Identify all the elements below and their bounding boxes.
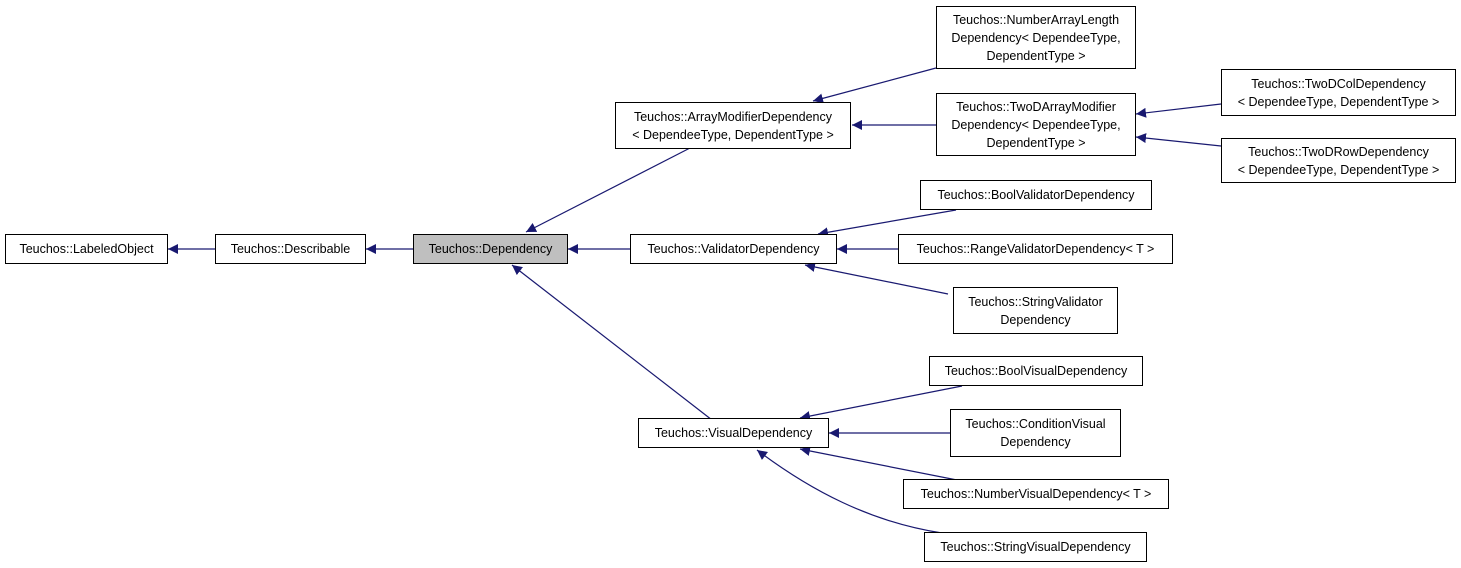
node-label-line: Dependency< DependeeType, (951, 30, 1121, 45)
node-label-line: Teuchos::TwoDArrayModifier (956, 99, 1116, 114)
node-number-visual-dependency[interactable]: Teuchos::NumberVisualDependency< T > (903, 479, 1169, 509)
node-label-line: Dependency< DependeeType, (951, 117, 1121, 132)
edge-twodrow-to-twodarraymodifier (1135, 133, 1222, 147)
node-label-line: Teuchos::TwoDColDependency (1251, 76, 1426, 91)
node-label-line: Teuchos::RangeValidatorDependency< T > (916, 242, 1155, 256)
node-number-array-length-dependency[interactable]: Teuchos::NumberArrayLength Dependency< D… (936, 6, 1136, 69)
node-describable[interactable]: Teuchos::Describable (215, 234, 366, 264)
node-twod-row-dependency[interactable]: Teuchos::TwoDRowDependency < DependeeTyp… (1221, 138, 1456, 183)
edge-numbervisual-to-visual (799, 446, 963, 482)
node-condition-visual-dependency[interactable]: Teuchos::ConditionVisual Dependency (950, 409, 1121, 457)
node-string-validator-dependency[interactable]: Teuchos::StringValidator Dependency (953, 287, 1118, 334)
node-label-line: Teuchos::Dependency (428, 242, 553, 256)
node-label-line: Teuchos::NumberVisualDependency< T > (920, 487, 1152, 501)
node-label-line: DependentType > (986, 135, 1086, 150)
node-label-line: Dependency (1000, 435, 1071, 449)
edge-boolvalidator-to-validator (817, 209, 957, 238)
node-label-line: Teuchos::ConditionVisual (965, 417, 1106, 431)
node-label-line: Teuchos::BoolVisualDependency (944, 364, 1128, 378)
node-bool-validator-dependency[interactable]: Teuchos::BoolValidatorDependency (920, 180, 1152, 210)
node-label-line: Teuchos::ArrayModifierDependency (633, 109, 833, 124)
node-twod-array-modifier-dependency[interactable]: Teuchos::TwoDArrayModifier Dependency< D… (936, 93, 1136, 156)
edge-stringvalidator-to-validator (804, 262, 949, 295)
node-dependency-current: Teuchos::Dependency (413, 234, 568, 264)
edge-arraymodifier-to-dependency (525, 147, 691, 233)
node-visual-dependency[interactable]: Teuchos::VisualDependency (638, 418, 829, 448)
edge-numberarraylength-to-arraymodifier (812, 67, 937, 104)
edge-stringvisual-to-visual (756, 449, 943, 534)
node-label-line: Teuchos::StringVisualDependency (940, 540, 1131, 554)
node-label-line: < DependeeType, DependentType > (1237, 94, 1440, 109)
node-twod-col-dependency[interactable]: Teuchos::TwoDColDependency < DependeeTyp… (1221, 69, 1456, 116)
edge-twodcol-to-twodarraymodifier (1135, 103, 1222, 118)
node-array-modifier-dependency[interactable]: Teuchos::ArrayModifierDependency < Depen… (615, 102, 851, 149)
node-label-line: < DependeeType, DependentType > (1237, 162, 1440, 177)
node-label-line: Teuchos::NumberArrayLength (952, 12, 1120, 27)
node-label-line: Teuchos::ValidatorDependency (647, 242, 820, 256)
edge-visual-to-dependency (511, 264, 713, 421)
node-range-validator-dependency[interactable]: Teuchos::RangeValidatorDependency< T > (898, 234, 1173, 264)
edge-boolvisual-to-visual (799, 385, 963, 421)
node-label-line: Teuchos::TwoDRowDependency (1248, 144, 1429, 159)
node-validator-dependency[interactable]: Teuchos::ValidatorDependency (630, 234, 837, 264)
node-label-line: Teuchos::StringValidator (968, 294, 1103, 309)
node-label-line: Teuchos::LabeledObject (19, 242, 154, 256)
node-label-line: Teuchos::Describable (230, 242, 351, 256)
node-label-line: DependentType > (986, 48, 1086, 63)
node-string-visual-dependency[interactable]: Teuchos::StringVisualDependency (924, 532, 1147, 562)
node-bool-visual-dependency[interactable]: Teuchos::BoolVisualDependency (929, 356, 1143, 386)
node-label-line: < DependeeType, DependentType > (632, 127, 834, 142)
node-labeled-object[interactable]: Teuchos::LabeledObject (5, 234, 168, 264)
node-label-line: Teuchos::BoolValidatorDependency (937, 188, 1135, 202)
node-label-line: Dependency (1000, 312, 1071, 327)
node-label-line: Teuchos::VisualDependency (654, 426, 813, 440)
